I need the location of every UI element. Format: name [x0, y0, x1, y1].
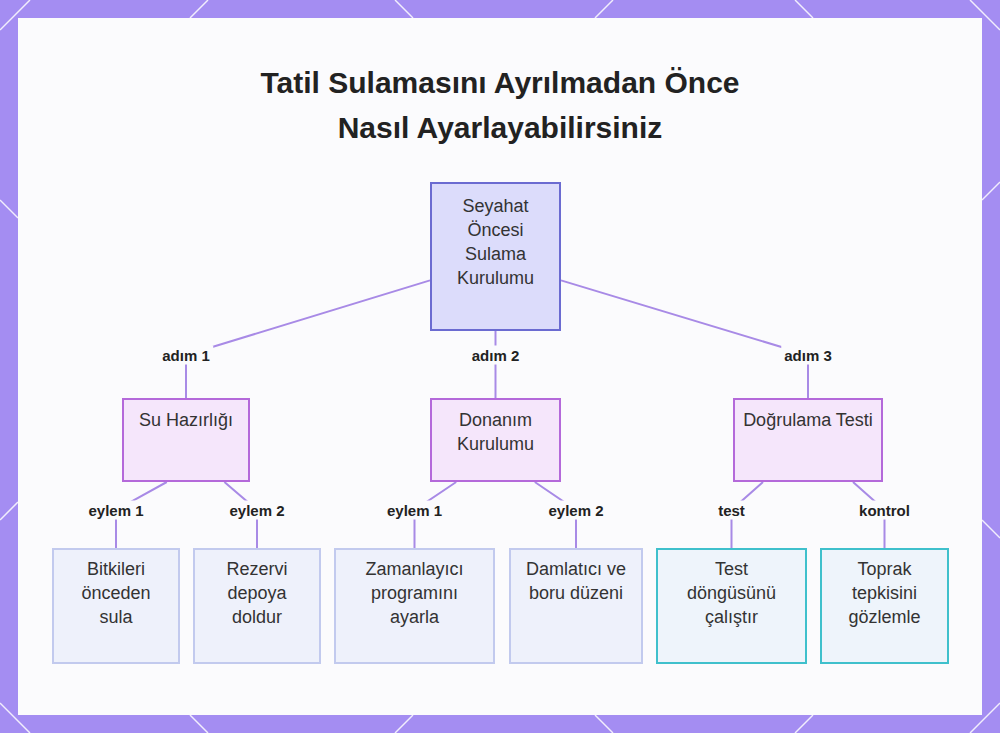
- node-text: Su Hazırlığı: [132, 408, 240, 432]
- node-text: Rezervi depoya doldur: [205, 557, 309, 629]
- node-text: Seyahat Öncesi Sulama Kurulumu: [446, 194, 545, 290]
- node-text: Damlatıcı ve boru düzeni: [521, 557, 631, 605]
- check-box: Toprak tepkisini gözlemle: [820, 548, 949, 664]
- edge-label: test: [715, 501, 748, 520]
- action-box: Damlatıcı ve boru düzeni: [509, 548, 643, 664]
- step-box: Donanım Kurulumu: [430, 398, 561, 482]
- node-text: Doğrulama Testi: [743, 408, 873, 432]
- action-box: Zamanlayıcı programını ayarla: [334, 548, 495, 664]
- action-box: Bitkileri önceden sula: [52, 548, 180, 664]
- node-text: Donanım Kurulumu: [440, 408, 551, 456]
- diagram-title: Tatil Sulamasını Ayrılmadan Önce Nasıl A…: [230, 60, 770, 150]
- node-text: Test döngüsünü çalıştır: [668, 557, 795, 629]
- connector-line: [561, 280, 808, 398]
- connector-line: [495, 331, 497, 398]
- edge-label: eylem 1: [85, 501, 146, 520]
- action-box: Rezervi depoya doldur: [193, 548, 321, 664]
- connector-line: [186, 280, 430, 398]
- check-box: Test döngüsünü çalıştır: [656, 548, 807, 664]
- edge-label: eylem 2: [226, 501, 287, 520]
- node-text: Bitkileri önceden sula: [64, 557, 168, 629]
- edge-label: adım 2: [469, 346, 523, 365]
- step-box: Su Hazırlığı: [122, 398, 250, 482]
- edge-label: eylem 1: [384, 501, 445, 520]
- edge-label: kontrol: [856, 501, 913, 520]
- step-box: Doğrulama Testi: [733, 398, 883, 482]
- node-text: Toprak tepkisini gözlemle: [832, 557, 937, 629]
- node-text: Zamanlayıcı programını ayarla: [346, 557, 483, 629]
- edge-label: adım 3: [781, 346, 835, 365]
- edge-label: adım 1: [159, 346, 213, 365]
- root-box: Seyahat Öncesi Sulama Kurulumu: [430, 182, 561, 331]
- edge-label: eylem 2: [545, 501, 606, 520]
